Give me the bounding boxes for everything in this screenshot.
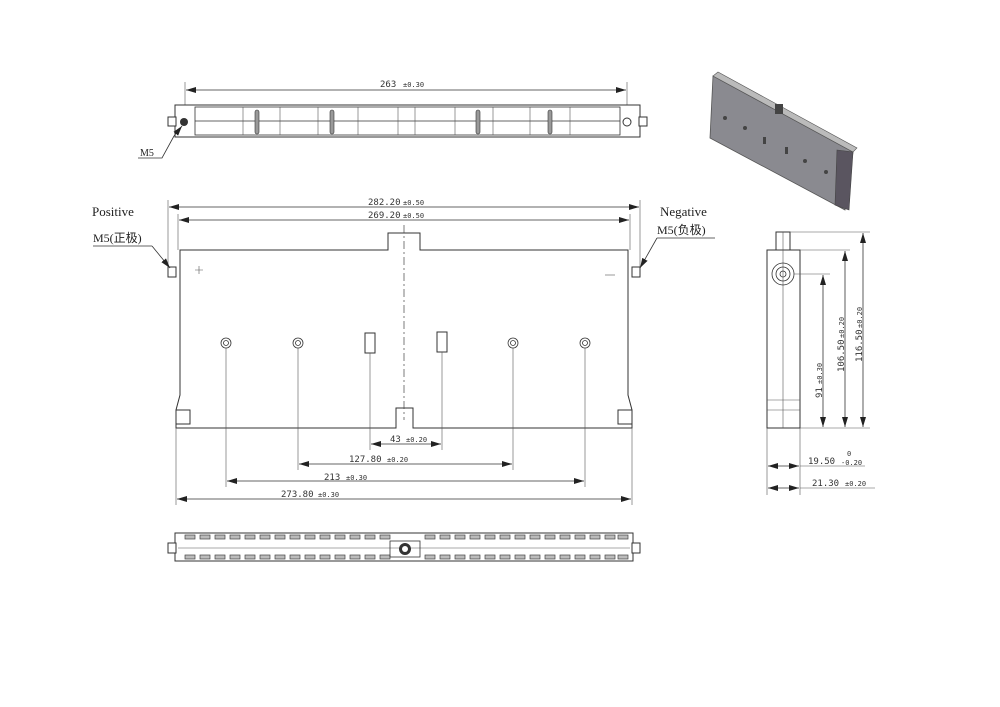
dim-263: 263 [380, 80, 396, 90]
dim-91: 91 [815, 387, 825, 398]
dim-269-20: 269.20 [368, 211, 401, 221]
dim-19-50: 19.50 [808, 457, 835, 467]
negative-label: Negative [660, 204, 707, 219]
dim-127-80: 127.80 [349, 455, 382, 465]
svg-text:±0.20: ±0.20 [406, 436, 427, 444]
top-view: M5 263 ±0.30 [138, 80, 648, 159]
svg-text:±0.20: ±0.20 [845, 480, 866, 488]
svg-text:±0.20: ±0.20 [838, 317, 846, 338]
svg-text:0: 0 [847, 450, 851, 458]
svg-text:±0.50: ±0.50 [403, 199, 424, 207]
svg-text:±0.30: ±0.30 [816, 363, 824, 384]
svg-text:±0.30: ±0.30 [318, 491, 339, 499]
dim-116-50: 116.50 [855, 329, 865, 362]
dim-106-50: 106.50 [837, 339, 847, 372]
dim-21-30: 21.30 [812, 479, 839, 489]
dim-282-20: 282.20 [368, 198, 401, 208]
negative-thread-callout: M5(负极) [657, 223, 706, 237]
svg-text:±0.50: ±0.50 [403, 212, 424, 220]
svg-text:-0.20: -0.20 [841, 459, 862, 467]
side-view: 91 ±0.30 106.50 ±0.20 116.50 ±0.20 19.50… [766, 231, 875, 495]
positive-thread-callout: M5(正极) [93, 231, 142, 245]
front-view: 282.20 ±0.50 269.20 ±0.50 [92, 198, 715, 505]
dim-273-80: 273.80 [281, 490, 314, 500]
svg-text:±0.30: ±0.30 [346, 474, 367, 482]
svg-text:±0.20: ±0.20 [387, 456, 408, 464]
cell-slots-top [184, 534, 629, 540]
m5-hole-icon [180, 118, 188, 126]
isometric-view [709, 71, 858, 211]
cell-slots-bottom [184, 554, 629, 560]
dim-43: 43 [390, 435, 401, 445]
positive-label: Positive [92, 204, 134, 219]
m5-callout: M5 [140, 148, 154, 159]
svg-text:±0.20: ±0.20 [856, 307, 864, 328]
dim-213: 213 [324, 473, 340, 483]
svg-text:±0.30: ±0.30 [403, 81, 424, 89]
bottom-view [167, 532, 641, 562]
